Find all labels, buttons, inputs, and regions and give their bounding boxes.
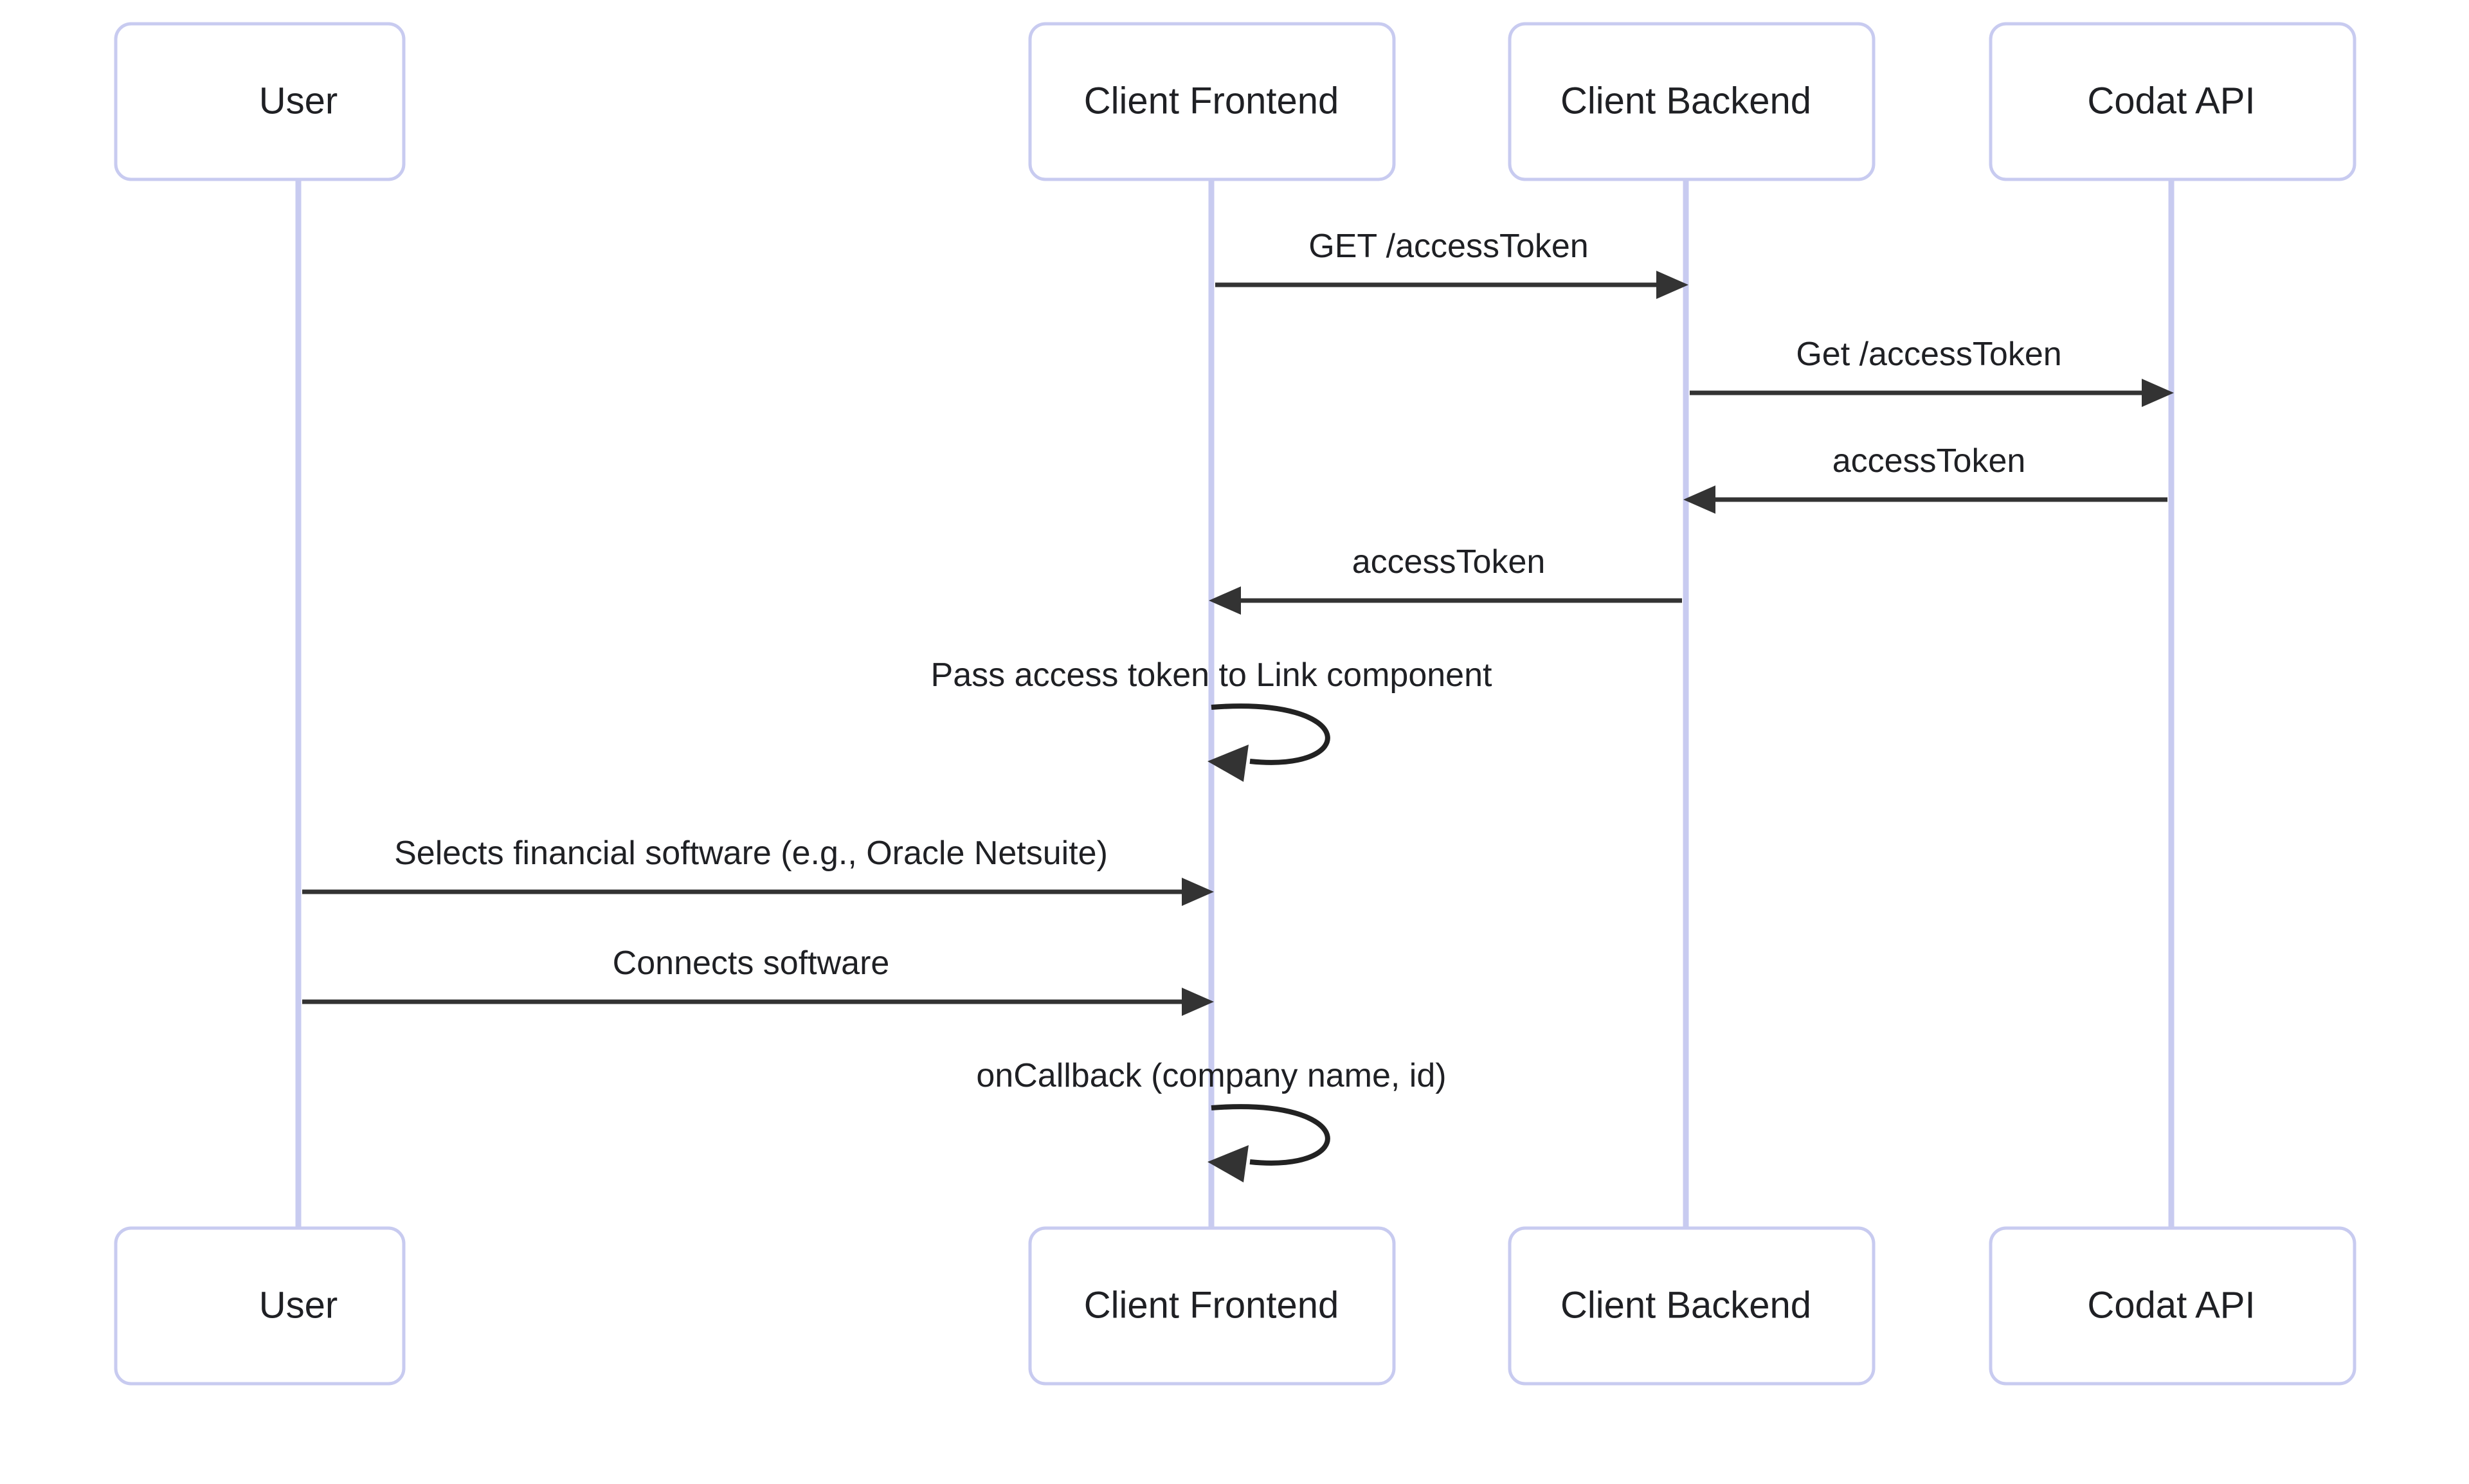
message-5[interactable]: Pass access token to Link component <box>931 656 1492 782</box>
actor-label-backend-footer: Client Backend <box>1560 1284 1811 1326</box>
message-6[interactable]: Selects financial software (e.g., Oracle… <box>302 835 1214 906</box>
message-loop-path-8 <box>1211 1104 1330 1166</box>
actor-header-layer: User Client Frontend Client Backend Codat A… <box>114 22 2356 181</box>
message-label-6: Selects financial software (e.g., Oracle… <box>394 835 1108 872</box>
message-8[interactable]: onCallback (company name, id) <box>976 1057 1447 1182</box>
actor-box-user-footer[interactable] <box>114 1226 406 1386</box>
actor-box-backend-footer[interactable] <box>1508 1226 1876 1386</box>
actor-box-backend-header[interactable] <box>1508 22 1876 181</box>
actor-footer-user[interactable]: User <box>114 1226 406 1386</box>
lifelines-layer <box>295 179 2175 1228</box>
message-1[interactable]: GET /accessToken <box>1215 228 1688 299</box>
actor-footer-backend[interactable]: Client Backend <box>1508 1226 1876 1386</box>
message-arrowhead-6 <box>1182 878 1214 906</box>
message-arrowhead-1 <box>1656 271 1688 299</box>
actor-footer-layer: User Client Frontend Client Backend Codat A… <box>114 1226 2356 1386</box>
actor-label-codat-header: Codat API <box>2087 80 2255 122</box>
message-label-8: onCallback (company name, id) <box>976 1057 1446 1094</box>
message-loop-path-5 <box>1211 703 1330 765</box>
actor-label-user-header: User <box>259 80 338 122</box>
actor-label-frontend-header: Client Frontend <box>1084 80 1339 122</box>
actor-box-codat-header[interactable] <box>1989 22 2356 181</box>
message-arrowhead-7 <box>1182 988 1214 1016</box>
actor-label-user-footer: User <box>259 1284 338 1326</box>
actor-footer-frontend[interactable]: Client Frontend <box>1028 1226 1396 1386</box>
message-label-3: accessToken <box>1832 442 2026 480</box>
actor-box-user-header[interactable] <box>114 22 406 181</box>
message-label-7: Connects software <box>613 945 890 982</box>
message-4[interactable]: accessToken <box>1209 543 1682 615</box>
message-arrowhead-8 <box>1207 1145 1249 1182</box>
actor-label-backend-header: Client Backend <box>1560 80 1811 122</box>
message-2[interactable]: Get /accessToken <box>1690 336 2174 407</box>
message-label-5: Pass access token to Link component <box>931 656 1492 694</box>
actor-header-codat[interactable]: Codat API <box>1989 22 2356 181</box>
message-3[interactable]: accessToken <box>1683 442 2167 514</box>
message-arrowhead-3 <box>1683 485 1715 514</box>
actor-box-codat-footer[interactable] <box>1989 1226 2356 1386</box>
actor-footer-codat[interactable]: Codat API <box>1989 1226 2356 1386</box>
message-label-4: accessToken <box>1352 543 1546 581</box>
actor-header-user[interactable]: User <box>114 22 406 181</box>
message-arrowhead-2 <box>2142 379 2174 407</box>
message-label-1: GET /accessToken <box>1308 228 1588 265</box>
actor-label-codat-footer: Codat API <box>2087 1284 2255 1326</box>
message-7[interactable]: Connects software <box>302 945 1214 1016</box>
message-arrowhead-4 <box>1209 586 1241 615</box>
message-arrowhead-5 <box>1207 745 1249 782</box>
message-label-2: Get /accessToken <box>1796 336 2061 373</box>
actor-box-frontend-header[interactable] <box>1028 22 1396 181</box>
actor-header-frontend[interactable]: Client Frontend <box>1028 22 1396 181</box>
actor-box-frontend-footer[interactable] <box>1028 1226 1396 1386</box>
actor-label-frontend-footer: Client Frontend <box>1084 1284 1339 1326</box>
actor-header-backend[interactable]: Client Backend <box>1508 22 1876 181</box>
